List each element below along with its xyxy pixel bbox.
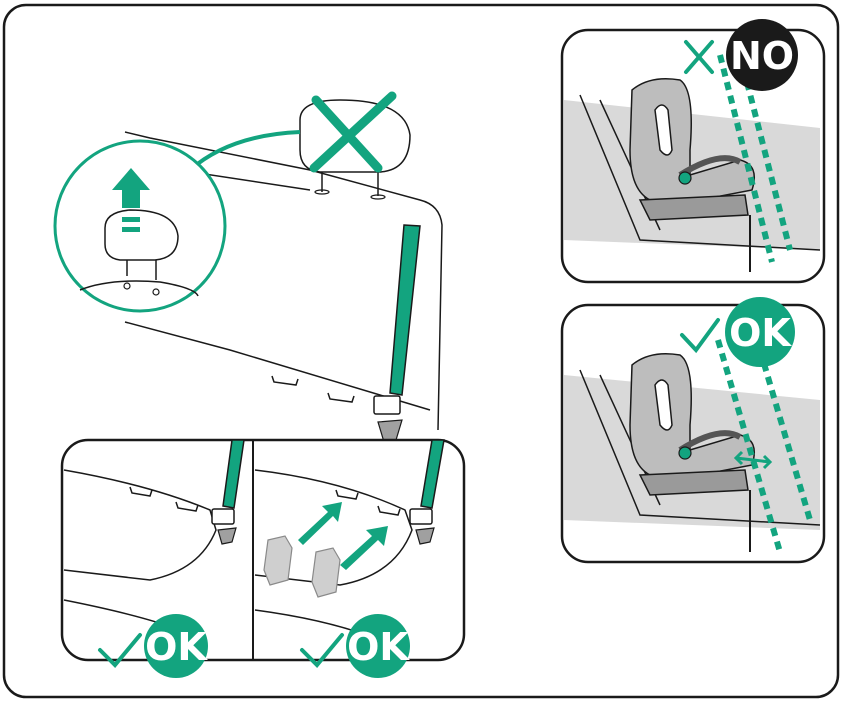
double-arrow-icon <box>733 450 773 470</box>
cross-mark-icon <box>684 40 714 74</box>
up-arrow-icon <box>112 168 150 232</box>
wrong-installation-panel: NO <box>560 19 826 284</box>
bottom-left-scene <box>63 469 217 631</box>
ok-badge-bottom-left-label: OK <box>145 625 208 669</box>
headrest-wrong <box>299 91 411 200</box>
ok-badge-right <box>725 297 795 367</box>
ok-badge-bottom-right: OK <box>300 614 410 678</box>
ok-badge-right-label: OK <box>729 311 792 355</box>
check-mark-icon <box>98 633 142 668</box>
check-mark-icon <box>680 318 720 354</box>
headrest-removal-zoom <box>53 130 301 313</box>
right-arrow-icon <box>298 502 388 570</box>
ok-badge-bottom-left: OK <box>98 614 208 678</box>
bottom-detail-panel: OK OK <box>60 438 466 678</box>
bottom-left-belt <box>211 439 245 545</box>
bottom-right-belt <box>409 439 445 545</box>
correct-installation-panel: OK <box>560 297 826 564</box>
check-mark-icon <box>300 633 344 668</box>
isofix-guides <box>263 535 341 598</box>
cross-mark-icon <box>309 91 397 173</box>
no-badge-label: NO <box>730 34 794 78</box>
no-badge <box>726 19 798 91</box>
ok-badge-bottom-right-label: OK <box>347 625 410 669</box>
